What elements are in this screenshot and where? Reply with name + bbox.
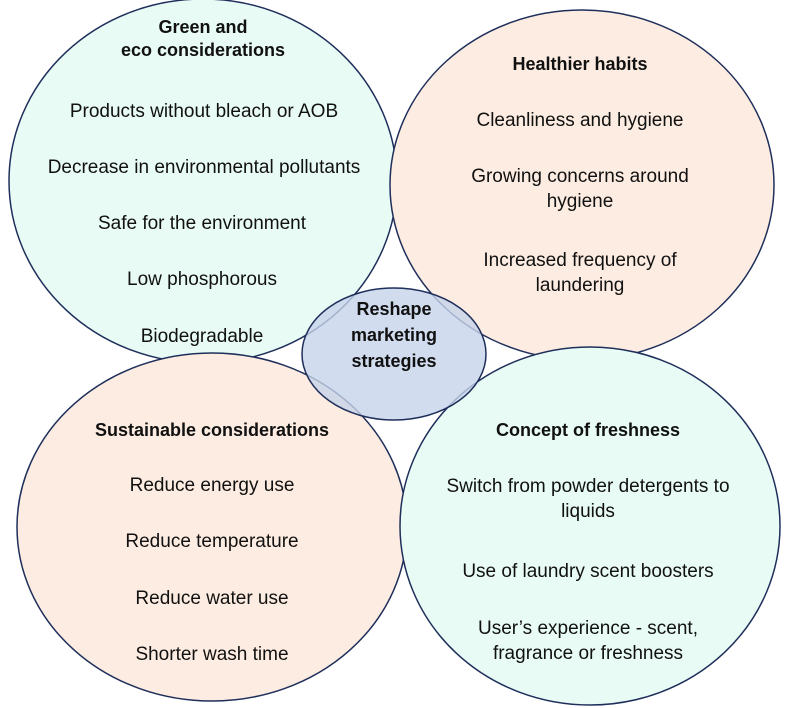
sustainable-item: Reduce water use	[135, 588, 289, 609]
reshape-marketing-title: Reshape marketing strategies	[350, 299, 438, 371]
sustainable-item: Reduce energy use	[129, 475, 295, 496]
healthier-habits-title: Healthier habits	[512, 54, 648, 74]
green-eco-item: Decrease in environmental pollutants	[47, 157, 361, 178]
sustainable-item: Reduce temperature	[125, 531, 299, 552]
freshness-item: Switch from powder detergents to liquids	[446, 476, 730, 522]
green-eco-item: Biodegradable	[140, 326, 264, 347]
freshness-item: User’s experience - scent, fragrance or …	[477, 618, 698, 664]
healthier-habits-item: Cleanliness and hygiene	[476, 110, 684, 131]
freshness-item: Use of laundry scent boosters	[462, 561, 714, 582]
green-eco-title: Green and eco considerations	[120, 17, 286, 60]
green-eco-item: Safe for the environment	[97, 213, 307, 234]
freshness-title: Concept of freshness	[495, 420, 681, 440]
healthier-habits-item: Growing concerns around hygiene	[471, 166, 689, 212]
green-eco-item: Low phosphorous	[127, 269, 277, 290]
sustainable-item: Shorter wash time	[135, 644, 289, 665]
sustainable-title: Sustainable considerations	[94, 420, 330, 440]
green-eco-item: Products without bleach or AOB	[69, 101, 339, 122]
circle-freshness	[399, 346, 781, 706]
circle-center	[301, 287, 487, 421]
healthier-habits-item: Increased frequency of laundering	[483, 250, 677, 296]
